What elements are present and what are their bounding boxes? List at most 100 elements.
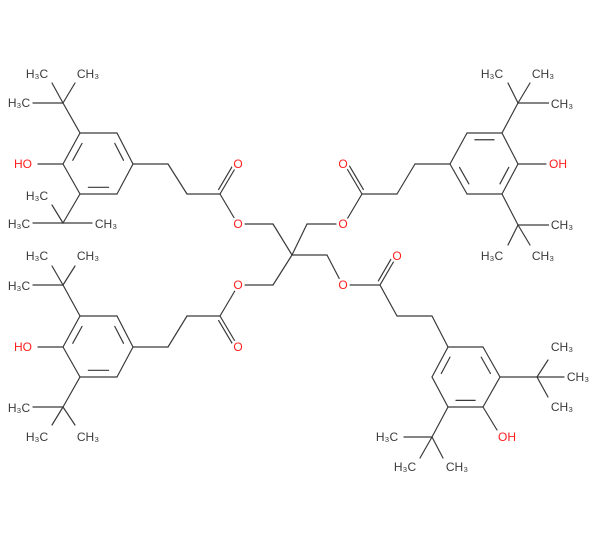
- carbonyl-bond: [219, 166, 237, 195]
- carbonyl-bond: [345, 166, 363, 195]
- aromatic-inner-bond: [114, 325, 125, 344]
- oxygen-label: O: [233, 157, 242, 171]
- bond: [345, 193, 363, 222]
- methyl-label: H₃C: [26, 67, 49, 81]
- bond: [517, 82, 531, 104]
- bond: [507, 82, 519, 104]
- methyl-label: H₃C: [26, 430, 49, 444]
- bond: [62, 376, 81, 408]
- bond: [419, 436, 433, 459]
- bond: [219, 288, 237, 317]
- ring-bond: [116, 163, 134, 195]
- aromatic-inner-bond: [72, 325, 83, 344]
- bond: [517, 224, 531, 246]
- oxygen-label: O: [392, 249, 401, 263]
- carbonyl-bond: [219, 315, 237, 344]
- ring-bond: [501, 132, 519, 165]
- methyl-label: CH₃: [77, 430, 99, 444]
- oxygen-label: O: [233, 278, 242, 292]
- ring-bond: [62, 163, 81, 195]
- chain-bond: [379, 284, 398, 317]
- chain-bond: [396, 163, 416, 195]
- methyl-label: H₃C: [26, 249, 49, 263]
- methyl-label: H₃C: [394, 460, 417, 474]
- ring-bond: [482, 346, 501, 378]
- bond: [272, 223, 293, 256]
- carbonyl-bond-second: [348, 164, 365, 191]
- aromatic-inner-bond: [440, 356, 451, 375]
- bond: [431, 436, 444, 459]
- bond: [431, 406, 449, 438]
- bond: [51, 204, 64, 224]
- bond: [507, 224, 519, 246]
- methyl-label: H₃C: [8, 401, 31, 415]
- bond: [51, 265, 64, 286]
- hydroxyl-label: OH: [549, 157, 567, 171]
- methyl-label: CH₃: [551, 340, 573, 354]
- bond: [51, 82, 64, 104]
- methyl-label: CH₃: [551, 218, 573, 232]
- ring-bond: [482, 376, 501, 408]
- bond: [536, 359, 549, 378]
- bond: [62, 265, 76, 286]
- methyl-label: H₃C: [26, 189, 49, 203]
- carbonyl-bond-second: [217, 319, 234, 346]
- hydroxyl-label: HO: [14, 157, 32, 171]
- aromatic-inner-bond: [458, 166, 470, 185]
- methyl-label: CH₃: [532, 67, 554, 81]
- methyl-label: H₃C: [481, 67, 504, 81]
- ring-bond: [62, 132, 81, 165]
- methyl-label: CH₃: [446, 460, 468, 474]
- ring-bond: [62, 346, 81, 378]
- bonds-layer: [32, 82, 565, 459]
- oxygen-label: O: [233, 340, 242, 354]
- methyl-label: H₃C: [376, 430, 399, 444]
- ring-bond: [501, 163, 519, 195]
- methyl-label: H₃C: [8, 279, 31, 293]
- carbonyl-bond-second: [377, 258, 392, 282]
- methyl-label: CH₃: [532, 249, 554, 263]
- methyl-label: H₃C: [8, 96, 31, 110]
- methyl-label: CH₃: [551, 97, 573, 111]
- bond: [536, 376, 549, 398]
- ring-bond: [449, 163, 468, 195]
- ring-bond: [116, 315, 134, 348]
- carbonyl-bond: [379, 260, 395, 286]
- aromatic-inner-bond: [499, 166, 510, 185]
- bond: [51, 406, 64, 426]
- chain-bond: [167, 315, 188, 348]
- bond: [219, 193, 237, 222]
- bond: [501, 193, 519, 226]
- methyl-label: CH₃: [77, 67, 99, 81]
- ring-bond: [116, 346, 134, 378]
- ring-bond: [116, 132, 134, 165]
- bond: [62, 406, 76, 426]
- hydroxyl-label: HO: [14, 340, 32, 354]
- bond: [291, 223, 308, 256]
- aromatic-inner-bond: [114, 142, 125, 161]
- methyl-label: CH₃: [551, 400, 573, 414]
- bond: [62, 193, 81, 224]
- ring-bond: [431, 346, 449, 378]
- methyl-label: CH₃: [567, 370, 589, 384]
- methyl-label: CH₃: [77, 249, 99, 263]
- ring-bond: [62, 315, 81, 348]
- methyl-label: H₃C: [481, 249, 504, 263]
- methyl-label: CH₃: [95, 217, 117, 231]
- bond: [62, 102, 81, 134]
- carbonyl-bond-second: [217, 164, 234, 191]
- oxygen-label: O: [233, 217, 242, 231]
- bond: [62, 284, 81, 317]
- hydroxyl-bond: [482, 406, 498, 431]
- oxygen-label: O: [338, 217, 347, 231]
- ring-bond: [449, 132, 468, 165]
- methyl-label: H₃C: [8, 217, 31, 231]
- atom-labels-layer: H₃C CH₃ H₃C HO H₃C H₃C CH₃ O O H₃C CH₃ H₃C HO H₃C H₃C C…: [5, 65, 591, 477]
- aromatic-inner-bond: [480, 356, 492, 375]
- bond: [62, 82, 76, 104]
- aromatic-inner-bond: [72, 142, 83, 161]
- chain-bond: [431, 315, 449, 348]
- oxygen-label: O: [338, 278, 347, 292]
- oxygen-label: O: [338, 157, 347, 171]
